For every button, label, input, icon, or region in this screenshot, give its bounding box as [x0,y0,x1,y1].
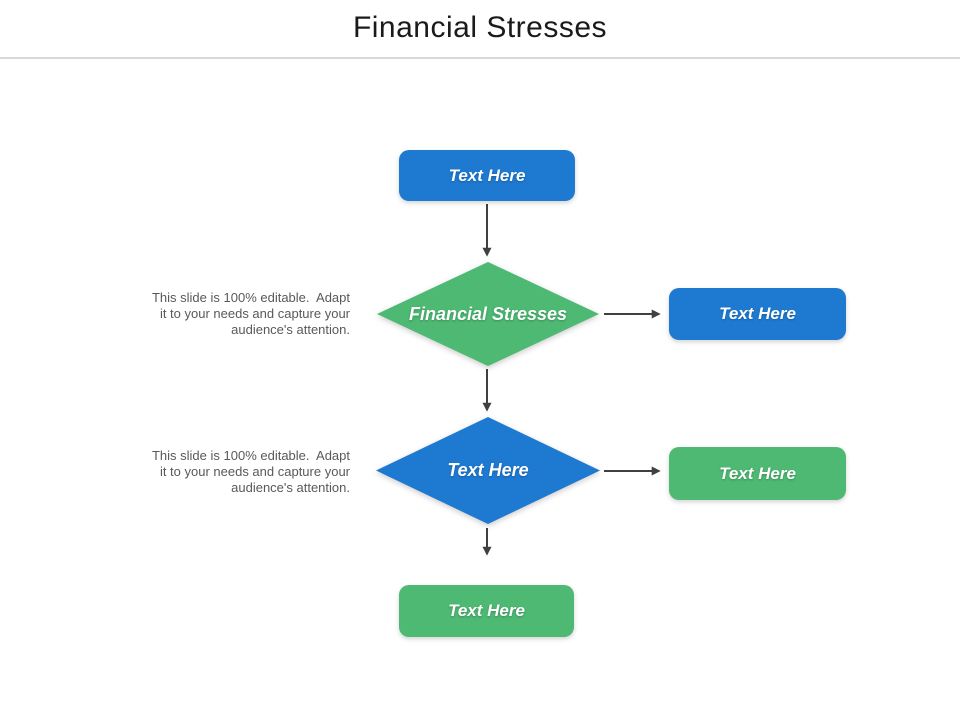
top-process-box: Text Here [399,150,575,201]
decision-diamond-2-label: Text Here [447,460,529,480]
note-line: audience's attention. [231,322,350,337]
note-line: it to your needs and capture your [159,464,350,479]
editable-note-1: This slide is 100% editable. Adapt it to… [95,290,350,338]
decision-diamond-1-label: Financial Stresses [408,303,568,324]
decision-diamond-2: Text Here [376,417,600,524]
note-line: This slide is 100% editable. Adapt [151,290,350,305]
right-process-box-1: Text Here [669,288,846,340]
decision-diamond-financial-stresses: Financial Stresses [377,262,599,366]
note-line: audience's attention. [231,480,350,495]
note-line: it to your needs and capture your [159,306,350,321]
editable-note-2: This slide is 100% editable. Adapt it to… [95,448,350,496]
right-process-box-2-label: Text Here [719,463,796,483]
bottom-process-box: Text Here [399,585,574,637]
bottom-process-box-label: Text Here [448,601,525,620]
slide-title: Financial Stresses [352,11,608,44]
title-divider [0,57,960,59]
top-process-box-label: Text Here [448,165,526,185]
right-process-box-1-label: Text Here [719,304,796,323]
note-line: This slide is 100% editable. Adapt [151,448,350,463]
right-process-box-2: Text Here [669,447,846,500]
